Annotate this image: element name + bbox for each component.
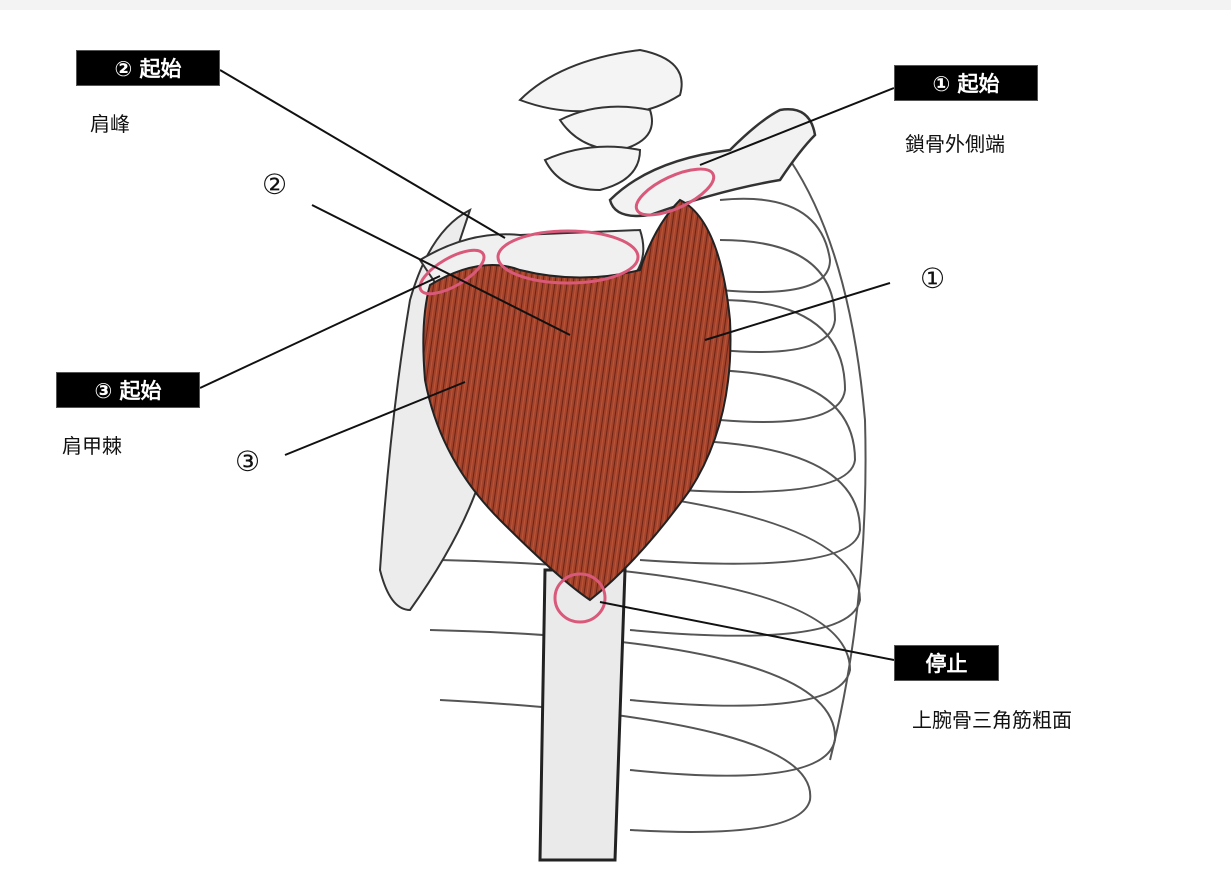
marker-2: ② [262,168,288,201]
origin2-caption: 肩峰 [90,112,130,136]
insertion-highlight [553,572,607,624]
origin2-highlight [496,229,640,285]
insertion-tag: 停止 [894,645,999,681]
origin1-caption: 鎖骨外側端 [905,132,1005,156]
clavicle [608,108,817,218]
origin1-tag: ① 起始 [894,65,1038,101]
insertion-caption: 上腕骨三角筋粗面 [912,708,1072,732]
origin1-highlight [634,167,716,217]
origin3-caption: 肩甲棘 [62,434,122,458]
origin2-tag: ② 起始 [76,50,220,86]
leader-lines [199,69,895,661]
scapula [378,208,482,612]
origin3-highlight [418,248,486,296]
vertebrae [518,48,683,192]
attachment-highlights [418,167,716,624]
origin3-tag: ③ 起始 [56,372,200,408]
marker-1: ① [920,262,946,295]
humerus [538,568,627,862]
top-bar [0,0,1231,10]
marker-3: ③ [235,445,261,478]
